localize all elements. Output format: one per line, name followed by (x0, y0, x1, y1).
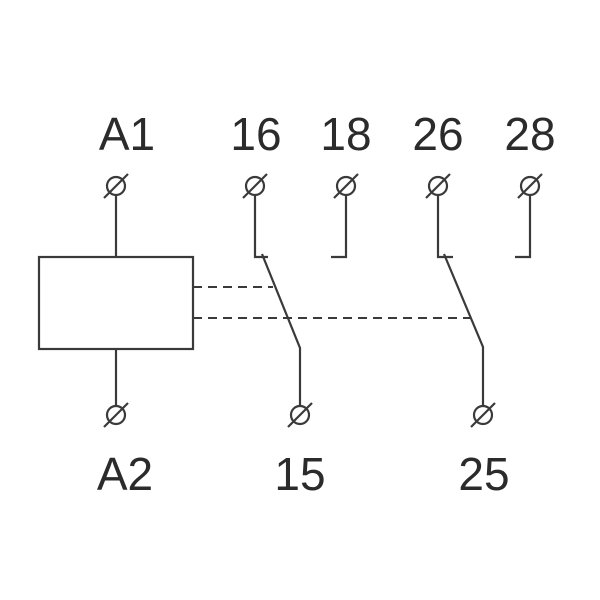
label-15: 15 (274, 448, 325, 500)
label-28: 28 (504, 108, 555, 160)
label-18: 18 (320, 108, 371, 160)
label-16: 16 (230, 108, 281, 160)
terminal-a2-icon (103, 402, 129, 428)
switch-15 (260, 253, 302, 405)
contact-28 (515, 195, 532, 259)
contact-18 (331, 195, 348, 259)
terminal-28-icon (517, 173, 543, 199)
terminal-26-icon (425, 173, 451, 199)
contact-16 (253, 195, 268, 259)
label-a2: A2 (97, 448, 153, 500)
terminal-a1-icon (103, 173, 129, 199)
terminal-15-icon (287, 402, 313, 428)
terminal-25-icon (470, 402, 496, 428)
terminal-16-icon (242, 173, 268, 199)
contact-26 (436, 195, 453, 259)
terminal-18-icon (333, 173, 359, 199)
relay-coil (37, 255, 195, 351)
label-a1: A1 (99, 108, 155, 160)
label-25: 25 (458, 448, 509, 500)
switch-25 (442, 253, 485, 405)
label-26: 26 (412, 108, 463, 160)
